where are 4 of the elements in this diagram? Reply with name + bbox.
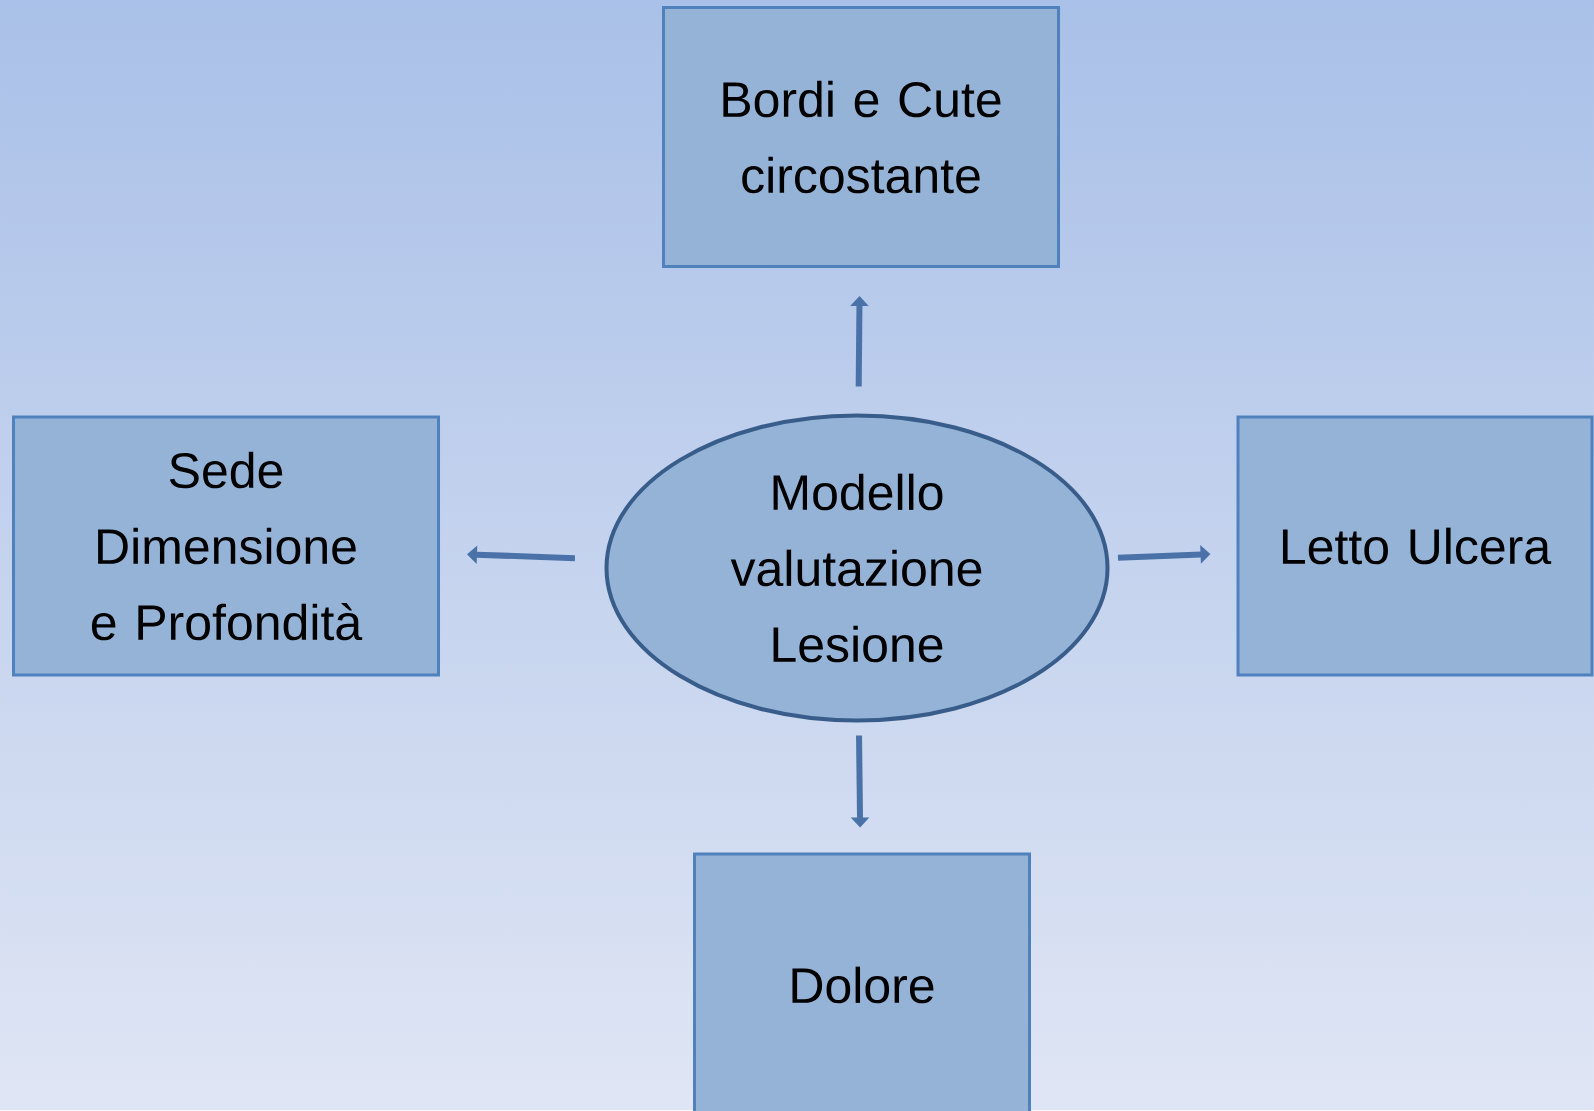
topic-box: Bordi e Cute circostante [662, 6, 1060, 268]
topic-box: Letto Ulcera [1236, 415, 1594, 677]
topic-box: Sede Dimensione e Profondità [12, 415, 440, 677]
topic-box: Dolore [693, 852, 1031, 1111]
